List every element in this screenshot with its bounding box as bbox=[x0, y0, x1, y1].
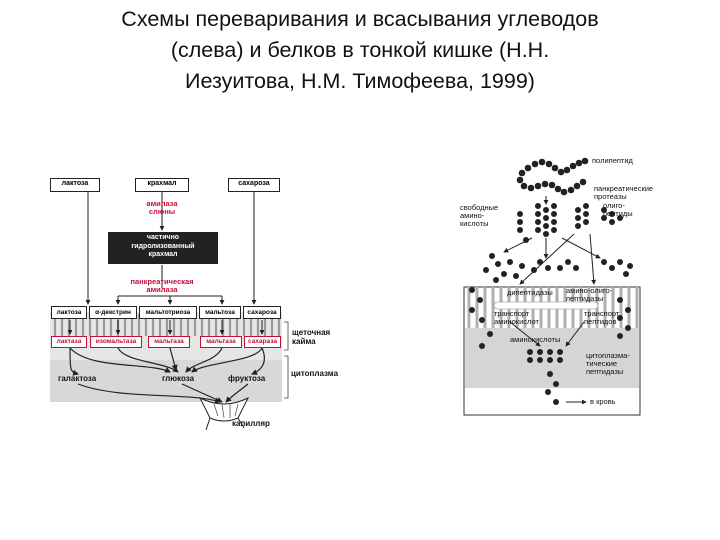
to-blood-label: в кровь bbox=[590, 397, 616, 406]
capillary-label: капилляр bbox=[232, 419, 270, 428]
enzyme-maltase-1: мальтаза bbox=[148, 336, 190, 348]
product-sucrose: сахароза bbox=[243, 306, 281, 319]
dipeptidases-label: дипептидазы bbox=[507, 288, 553, 297]
oligopeptides-label: олиго-пептиды bbox=[603, 201, 633, 218]
product-maltose: мальтоза bbox=[199, 306, 241, 319]
galactose-label: галактоза bbox=[58, 374, 97, 383]
cytoplasm-label: цитоплазма bbox=[291, 369, 339, 378]
title-line-3: Иезуитова, Н.М. Тимофеева, 1999) bbox=[185, 69, 535, 93]
sucrose-box: сахароза bbox=[228, 178, 280, 192]
polypeptide-chain bbox=[516, 157, 589, 196]
glucose-label: глюкоза bbox=[162, 374, 195, 383]
product-maltotriose: мальтотриоза bbox=[139, 306, 197, 319]
capillary-graphic bbox=[198, 396, 250, 431]
title-line-2: (слева) и белков в тонкой кишке (Н.Н. bbox=[170, 38, 550, 62]
absorption-arrows bbox=[69, 347, 265, 404]
product-alpha-dextrin: α-декстрин bbox=[89, 306, 137, 319]
lactose-box: лактоза bbox=[50, 178, 100, 192]
enzyme-isomaltase: изомальтаза bbox=[90, 336, 142, 348]
product-lactose: лактоза bbox=[51, 306, 87, 319]
microvilli bbox=[53, 314, 281, 336]
starch-box: крахмал bbox=[135, 178, 189, 192]
enzyme-lactase: лактаза bbox=[51, 336, 87, 348]
title-line-1: Схемы переваривания и всасывания углевод… bbox=[121, 7, 599, 31]
peptide-fragments bbox=[469, 203, 633, 405]
aminoacids-label: аминокислоты bbox=[510, 335, 561, 344]
slide-title: Схемы переваривания и всасывания углевод… bbox=[20, 4, 700, 97]
polypeptide-label: полипептид bbox=[592, 156, 633, 165]
aminooligopeptidases-label: амино-олиго-пептидазы bbox=[566, 286, 613, 303]
enzyme-sucrase: сахараза bbox=[244, 336, 281, 348]
enzyme-maltase-2: мальтаза bbox=[200, 336, 242, 348]
fructose-label: фруктоза bbox=[228, 374, 266, 383]
